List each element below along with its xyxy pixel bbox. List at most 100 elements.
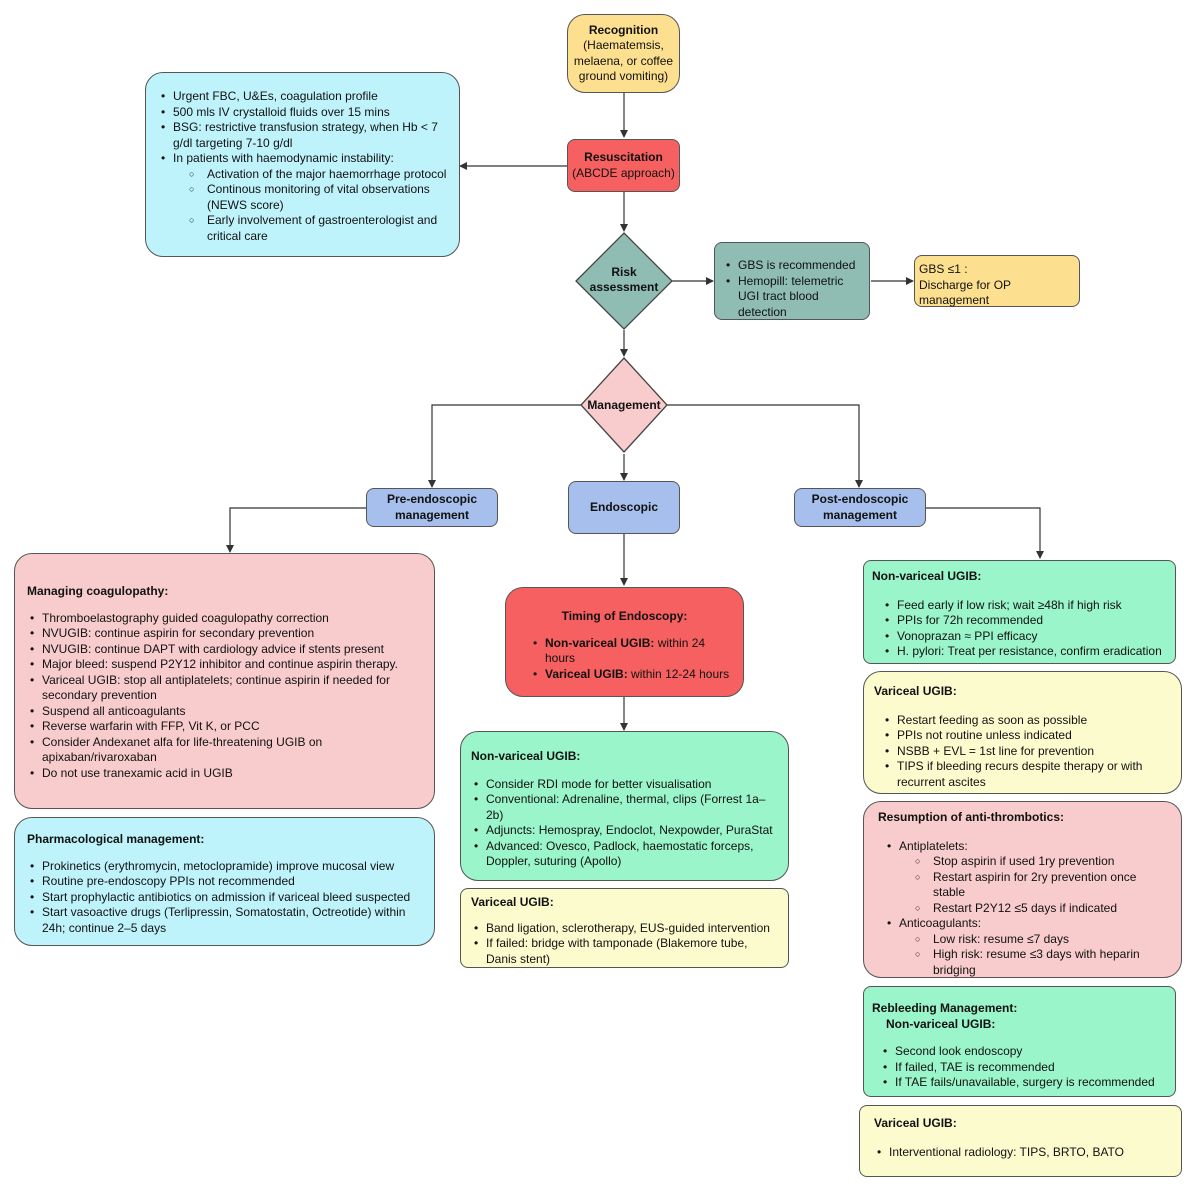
list-item: Advanced: Ovesco, Padlock, haemostatic f… (471, 839, 778, 870)
initial-workup-box: Urgent FBC, U&Es, coagulation profile 50… (145, 72, 460, 257)
rebleed-variceal-box: Variceal UGIB: Interventional radiology:… (859, 1105, 1182, 1177)
anticoagulants-label: Anticoagulants: (899, 916, 982, 930)
post-nonvariceal-box: Non-variceal UGIB: Feed early if low ris… (863, 560, 1176, 664)
list-item: Variceal UGIB: within 12-24 hours (530, 667, 735, 683)
list-item: Anticoagulants: Low risk: resume ≤7 days… (884, 916, 1171, 978)
list-item: Variceal UGIB: stop all antiplatelets; c… (27, 673, 422, 704)
antiplatelets-label: Antiplatelets: (899, 838, 968, 853)
list-item: Vonoprazan ≈ PPI efficacy (882, 629, 1165, 645)
list-item: Band ligation, sclerotherapy, EUS-guided… (471, 921, 778, 937)
discharge-line: Discharge for OP management (919, 277, 1011, 308)
recognition-title: Recognition (588, 22, 659, 37)
gbs-box: GBS is recommended Hemopill: telemetric … (714, 242, 870, 320)
post-nonvariceal-title: Non-variceal UGIB: (872, 569, 982, 583)
list-item: NSBB + EVL = 1st line for prevention (882, 744, 1171, 760)
list-item: PPIs for 72h recommended (882, 613, 1165, 629)
list-item: If failed, TAE is recommended (880, 1060, 1165, 1076)
list-item: Antiplatelets: Stop aspirin if used 1ry … (884, 839, 1171, 917)
recognition-box: Recognition (Haematemsis, melaena, or co… (567, 14, 680, 93)
list-item: GBS is recommended (723, 258, 861, 274)
endo-nonvariceal-title: Non-variceal UGIB: (471, 749, 581, 763)
risk-assessment-line: Risk (611, 265, 637, 279)
arrow-management-to-post (667, 404, 863, 488)
list-item: 500 mls IV crystalloid fluids over 15 mi… (158, 105, 447, 121)
resuscitation-title: Resuscitation (584, 150, 663, 164)
list-item: TIPS if bleeding recurs despite therapy … (882, 759, 1171, 790)
pre-endoscopic-line: management (394, 507, 470, 522)
timing-label: Variceal UGIB: (545, 666, 628, 681)
antithrombotics-title: Resumption of anti-thrombotics: (878, 810, 1064, 824)
list-item: Routine pre-endoscopy PPIs not recommend… (27, 874, 422, 890)
sub-list-item: Stop aspirin if used 1ry prevention (899, 854, 1171, 870)
discharge-box: GBS ≤1 : Discharge for OP management (914, 255, 1080, 307)
sub-list-item: Continous monitoring of vital observatio… (173, 182, 447, 213)
recognition-line: (Haematemsis, (583, 38, 664, 52)
risk-assessment-label: Risk assessment (584, 265, 664, 295)
arrow-pre-to-coagulopathy (226, 507, 366, 553)
list-item: Conventional: Adrenaline, thermal, clips… (471, 792, 778, 823)
list-item: Feed early if low risk; wait ≥48h if hig… (882, 598, 1165, 614)
list-item-text: In patients with haemodynamic instabilit… (173, 151, 394, 165)
arrow-management-to-pre (428, 404, 583, 488)
list-item: Second look endoscopy (880, 1044, 1165, 1060)
list-item: Interventional radiology: TIPS, BRTO, BA… (874, 1145, 1171, 1161)
list-item: Restart feeding as soon as possible (882, 713, 1171, 729)
antithrombotics-box: Resumption of anti-thrombotics: Antiplat… (863, 801, 1182, 978)
sub-list-item: Restart aspirin for 2ry prevention once … (899, 870, 1171, 901)
timing-box: Timing of Endoscopy: Non-variceal UGIB: … (505, 587, 744, 697)
list-item: Hemopill: telemetric UGI tract blood det… (723, 274, 861, 321)
management-diamond (580, 357, 668, 453)
list-item: Consider Andexanet alfa for life-threate… (27, 735, 422, 766)
recognition-line: melaena, or coffee (573, 53, 674, 68)
post-endoscopic-line: management (822, 507, 898, 522)
endoscopic-label: Endoscopic (589, 499, 658, 514)
post-endoscopic-box: Post-endoscopic management (794, 488, 926, 527)
list-item: Adjuncts: Hemospray, Endoclot, Nexpowder… (471, 823, 778, 839)
risk-assessment-line: assessment (589, 280, 659, 294)
list-item: NVUGIB: continue aspirin for secondary p… (27, 626, 422, 642)
resuscitation-box: Resuscitation (ABCDE approach) (567, 139, 680, 192)
recognition-line: ground vomiting) (578, 69, 669, 83)
endo-variceal-box: Variceal UGIB: Band ligation, sclerother… (460, 888, 789, 968)
list-item: Reverse warfarin with FFP, Vit K, or PCC (27, 719, 422, 735)
arrow-post-to-nonvariceal (926, 507, 1044, 559)
timing-title: Timing of Endoscopy: (561, 609, 688, 623)
coagulopathy-box: Managing coagulopathy: Thromboelastograp… (14, 553, 435, 809)
rebleed-variceal-title: Variceal UGIB: (874, 1116, 957, 1130)
endo-nonvariceal-box: Non-variceal UGIB: Consider RDI mode for… (460, 731, 789, 881)
pre-endoscopic-box: Pre-endoscopic management (366, 488, 498, 527)
list-item: Do not use tranexamic acid in UGIB (27, 766, 422, 782)
sub-list-item: Restart P2Y12 ≤5 days if indicated (899, 901, 1171, 917)
list-item: Suspend all anticoagulants (27, 704, 422, 720)
rebleeding-title: Rebleeding Management: (872, 1001, 1018, 1015)
sub-list-item: Activation of the major haemorrhage prot… (173, 167, 447, 183)
coagulopathy-title: Managing coagulopathy: (27, 584, 169, 598)
list-item: In patients with haemodynamic instabilit… (158, 151, 447, 244)
risk-assessment-diamond (575, 232, 673, 330)
pharmacological-title: Pharmacological management: (27, 832, 205, 846)
timing-label: Non-variceal UGIB: (545, 635, 655, 650)
post-variceal-title: Variceal UGIB: (874, 684, 957, 698)
rebleeding-subtitle: Non-variceal UGIB: (886, 1016, 996, 1031)
list-item: Start vasoactive drugs (Terlipressin, So… (27, 905, 422, 936)
endoscopic-box: Endoscopic (568, 481, 680, 534)
list-item: Prokinetics (erythromycin, metoclopramid… (27, 859, 422, 875)
list-item: PPIs not routine unless indicated (882, 728, 1171, 744)
pharmacological-box: Pharmacological management: Prokinetics … (14, 817, 435, 946)
discharge-line: GBS ≤1 : (919, 262, 968, 277)
post-variceal-box: Variceal UGIB: Restart feeding as soon a… (863, 671, 1182, 794)
list-item: Major bleed: suspend P2Y12 inhibitor and… (27, 657, 422, 673)
timing-value: within 24 hours (545, 635, 706, 666)
sub-list-item: High risk: resume ≤3 days with heparin b… (899, 947, 1171, 978)
sub-list-item: Low risk: resume ≤7 days (899, 932, 1171, 948)
post-endoscopic-line: Post-endoscopic (811, 492, 909, 506)
list-item: Urgent FBC, U&Es, coagulation profile (158, 89, 447, 105)
list-item: If failed: bridge with tamponade (Blakem… (471, 936, 778, 967)
list-item: Consider RDI mode for better visualisati… (471, 777, 778, 793)
list-item: Start prophylactic antibiotics on admiss… (27, 890, 422, 906)
list-item: If TAE fails/unavailable, surgery is rec… (880, 1075, 1165, 1091)
sub-list-item: Early involvement of gastroenterologist … (173, 213, 447, 244)
list-item: NVUGIB: continue DAPT with cardiology ad… (27, 642, 422, 658)
management-label: Management (587, 398, 661, 412)
